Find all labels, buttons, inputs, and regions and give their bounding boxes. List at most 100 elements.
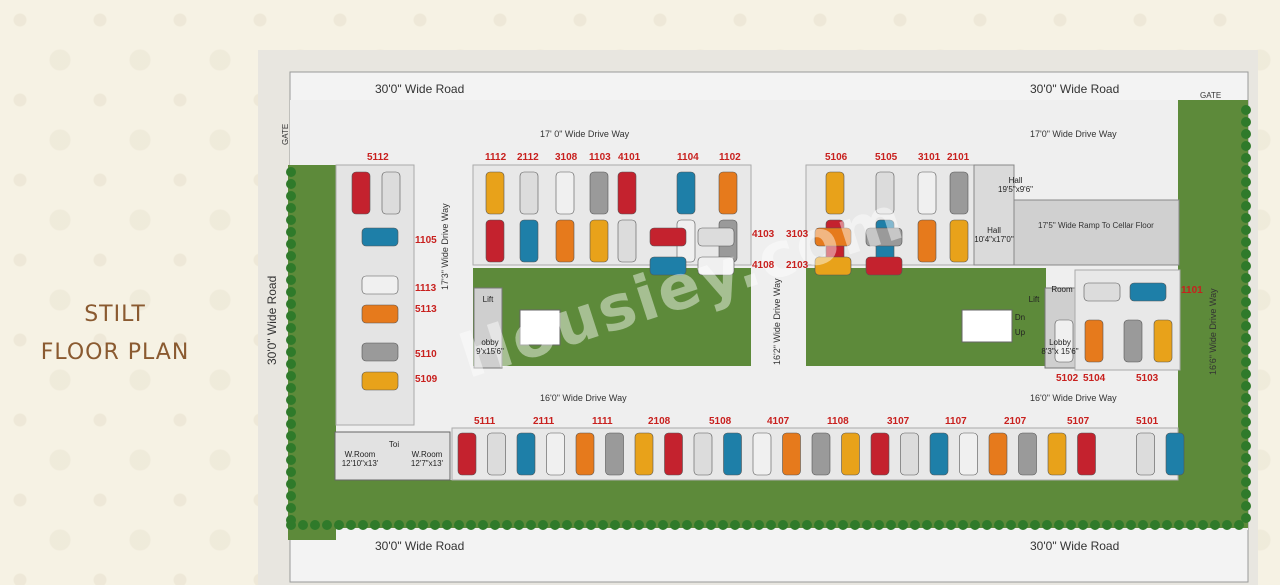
hedge-shrub xyxy=(394,520,404,530)
hedge-shrub xyxy=(1090,520,1100,530)
hedge-shrub xyxy=(286,227,296,237)
car xyxy=(865,227,903,247)
hedge-shrub xyxy=(850,520,860,530)
hedge-shrub xyxy=(502,520,512,530)
gate-right: GATE xyxy=(1200,91,1222,100)
hall2-name: Hall xyxy=(987,226,1001,235)
parking-number-5104: 5104 xyxy=(1083,373,1106,384)
hedge-shrub xyxy=(1241,417,1251,427)
hedge-shrub xyxy=(1241,285,1251,295)
parking-number-5103: 5103 xyxy=(1136,373,1159,384)
car xyxy=(649,256,687,276)
car xyxy=(1129,282,1167,302)
hedge-shrub xyxy=(490,520,500,530)
hedge-shrub xyxy=(286,191,296,201)
hedge-shrub xyxy=(934,520,944,530)
hedge-shrub xyxy=(1241,333,1251,343)
hedge-shrub xyxy=(742,520,752,530)
parking-number-5105: 5105 xyxy=(875,152,898,163)
lift-right: Lift xyxy=(1028,295,1040,304)
hall1-name: Hall xyxy=(1008,176,1023,185)
hedge-shrub xyxy=(286,503,296,513)
hedge-shrub xyxy=(538,520,548,530)
hedge-shrub xyxy=(286,407,296,417)
car xyxy=(649,227,687,247)
hedge-shrub xyxy=(910,520,920,530)
parking-number-1112: 1112 xyxy=(485,152,507,163)
hedge-shrub xyxy=(598,520,608,530)
hedge-shrub xyxy=(286,455,296,465)
lawn-left xyxy=(288,165,336,540)
car xyxy=(1083,282,1121,302)
car xyxy=(1047,432,1067,476)
hedge-shrub xyxy=(1241,381,1251,391)
parking-number-1111: 1111 xyxy=(592,416,613,427)
car xyxy=(917,219,937,263)
driveway-v-right: 16'6" Wide Drive Way xyxy=(1208,288,1218,375)
hedge-shrub xyxy=(994,520,1004,530)
hedge-shrub xyxy=(658,520,668,530)
driveway-v-left: 17'3" Wide Drive Way xyxy=(440,203,450,290)
car xyxy=(546,432,565,476)
hedge-shrub xyxy=(1241,117,1251,127)
hedge-shrub xyxy=(1234,520,1244,530)
hedge-shrub xyxy=(358,520,368,530)
hedge-shrub xyxy=(778,520,788,530)
hedge-shrub xyxy=(322,520,332,530)
hedge-shrub xyxy=(1018,520,1028,530)
hedge-shrub xyxy=(1030,520,1040,530)
road-top-left: 30'0" Wide Road xyxy=(375,82,465,96)
car xyxy=(949,219,969,263)
hedge-shrub xyxy=(286,287,296,297)
parking-number-1108: 1108 xyxy=(827,416,849,427)
ramp xyxy=(1013,199,1180,266)
hedge-shrub xyxy=(862,520,872,530)
hedge-shrub xyxy=(802,520,812,530)
hedge-shrub xyxy=(1241,513,1251,523)
hedge-shrub xyxy=(286,491,296,501)
hall1-size: 19'5"x9'6" xyxy=(998,185,1033,194)
hedge-shrub xyxy=(1241,357,1251,367)
hedge-shrub xyxy=(1241,261,1251,271)
room-label: Room xyxy=(1051,285,1073,294)
hedge-shrub xyxy=(286,239,296,249)
hedge-shrub xyxy=(286,395,296,405)
car xyxy=(361,371,399,391)
parking-number-5110: 5110 xyxy=(415,349,437,360)
hedge-shrub xyxy=(1174,520,1184,530)
car xyxy=(1054,319,1074,363)
hedge-shrub xyxy=(1241,393,1251,403)
hedge-shrub xyxy=(1241,441,1251,451)
gate-left: GATE xyxy=(281,123,290,145)
parking-number-4108: 4108 xyxy=(752,260,775,271)
parking-number-5109: 5109 xyxy=(415,374,438,385)
hedge-shrub xyxy=(1241,237,1251,247)
hedge-shrub xyxy=(1114,520,1124,530)
hedge-shrub xyxy=(1162,520,1172,530)
car xyxy=(617,171,637,215)
parking-number-3107: 3107 xyxy=(887,416,910,427)
hedge-shrub xyxy=(286,179,296,189)
hedge xyxy=(286,105,1251,530)
stair-left xyxy=(519,309,561,346)
parking-number-3103: 3103 xyxy=(786,229,809,240)
up-label: Up xyxy=(1014,328,1026,337)
hedge-shrub xyxy=(334,520,344,530)
hedge-shrub xyxy=(286,347,296,357)
parking-number-1113: 1113 xyxy=(415,283,437,294)
parking-number-4107: 4107 xyxy=(767,416,790,427)
hedge-shrub xyxy=(1150,520,1160,530)
ramp-label: 17'5" Wide Ramp To Cellar Floor xyxy=(1038,221,1154,230)
driveway-mid-right: 16'0" Wide Drive Way xyxy=(1030,393,1117,403)
hedge-shrub xyxy=(1241,129,1251,139)
hedge-shrub xyxy=(286,479,296,489)
car xyxy=(1077,432,1096,476)
hedge-shrub xyxy=(1241,165,1251,175)
hedge-shrub xyxy=(730,520,740,530)
hedge-shrub xyxy=(478,520,488,530)
car xyxy=(1084,319,1104,363)
hedge-shrub xyxy=(1241,105,1251,115)
